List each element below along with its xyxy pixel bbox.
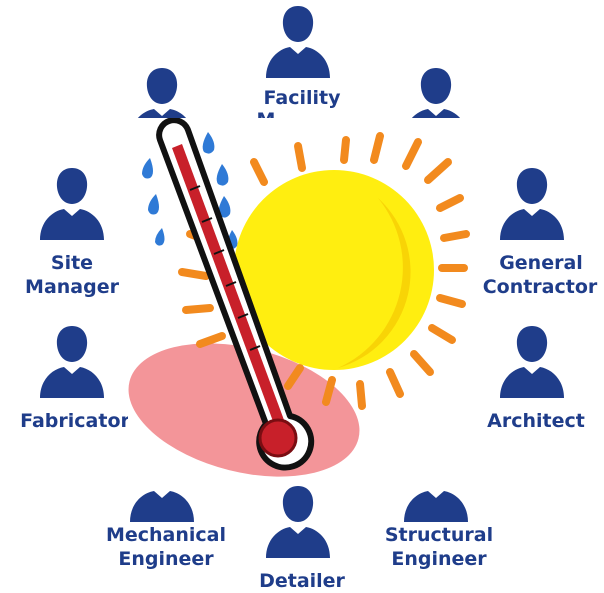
label-detailer: Detailer	[259, 570, 345, 592]
label-structural-line1: Structural	[384, 524, 494, 546]
person-icon-architect	[500, 326, 564, 398]
label-architect: Architect	[487, 410, 585, 432]
label-site-manager-line1: Site	[50, 252, 94, 274]
sweat-drops	[142, 132, 238, 250]
label-mechanical-line2: Engineer	[118, 548, 214, 570]
label-facility-cut: M	[256, 109, 276, 118]
person-icon-general-contractor	[500, 168, 564, 240]
thermometer-icon	[156, 118, 315, 471]
heat-illustration	[128, 118, 470, 477]
label-fabricator: Fabricator	[20, 410, 130, 432]
label-site-manager-line2: Manager	[25, 276, 119, 298]
sun-icon	[234, 170, 434, 370]
person-icon-fabricator	[40, 326, 104, 398]
person-icon-detailer	[266, 486, 330, 558]
person-icon-top-left	[132, 68, 192, 126]
label-general-contractor-line2: Contractor	[482, 276, 598, 298]
person-icon-structural	[404, 491, 468, 522]
label-structural-line2: Engineer	[391, 548, 487, 570]
person-icon-site-manager	[40, 168, 104, 240]
label-mechanical-line1: Mechanical	[105, 524, 227, 546]
sun-shade	[338, 198, 411, 368]
person-icon-top-right	[409, 68, 463, 122]
label-general-contractor-line1: General	[499, 252, 583, 274]
person-icon-mechanical	[130, 491, 194, 522]
label-facility: Facility	[263, 87, 341, 109]
person-icon-facility	[266, 6, 330, 78]
